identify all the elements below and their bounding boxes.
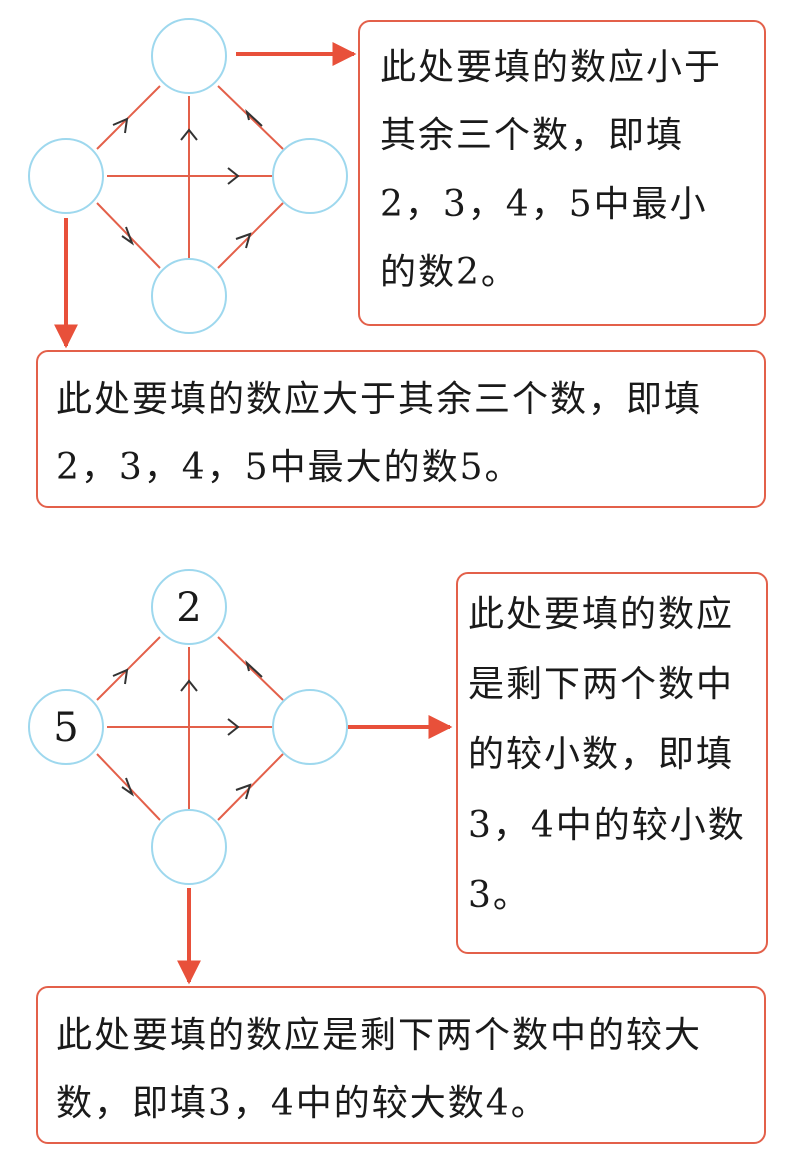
callout-box-smaller-right: 此处要填的数应是剩下两个数中的较小数，即填3，4中的较小数3。 (456, 572, 768, 954)
node-bottom (151, 809, 227, 885)
node-top (151, 18, 227, 94)
node-right (272, 138, 348, 214)
node-top (151, 569, 227, 645)
node-left (28, 138, 104, 214)
arrowhead-left-bottom (121, 777, 135, 797)
edge-right-top (217, 85, 284, 150)
node-top-label: 2 (176, 585, 201, 631)
node-right (272, 689, 348, 765)
arrowhead-left-right (227, 718, 240, 736)
callout-box-max-left: 此处要填的数应大于其余三个数，即填2，3，4，5中最大的数5。 (36, 350, 766, 508)
arrowhead-bottom-right (235, 783, 252, 800)
edge-left-top (96, 636, 161, 701)
arrowhead-left-right (227, 167, 240, 185)
diagram-2: 2 5 (28, 569, 453, 985)
edge-bottom-right (217, 753, 284, 821)
arrowhead-bottom-right (235, 232, 252, 249)
arrowhead-left-bottom (121, 226, 135, 246)
callout-box-min-top: 此处要填的数应小于其余三个数，即填2，3，4，5中最小的数2。 (358, 20, 766, 326)
arrowhead-bottom-top (180, 679, 198, 692)
arrowhead-left-top (112, 668, 129, 685)
arrowhead-right-top (245, 659, 263, 678)
node-left (28, 689, 104, 765)
callout-box-larger-bottom: 此处要填的数应是剩下两个数中的较大数，即填3，4中的较大数4。 (36, 986, 766, 1144)
arrowhead-left-top (112, 117, 129, 134)
edge-left-top (96, 85, 161, 150)
arrowhead-bottom-top (180, 128, 198, 141)
edge-right-top (217, 636, 284, 701)
node-left-label: 5 (53, 705, 78, 751)
diagram-1 (28, 18, 357, 349)
arrowhead-right-top (245, 108, 263, 127)
node-bottom (151, 258, 227, 334)
